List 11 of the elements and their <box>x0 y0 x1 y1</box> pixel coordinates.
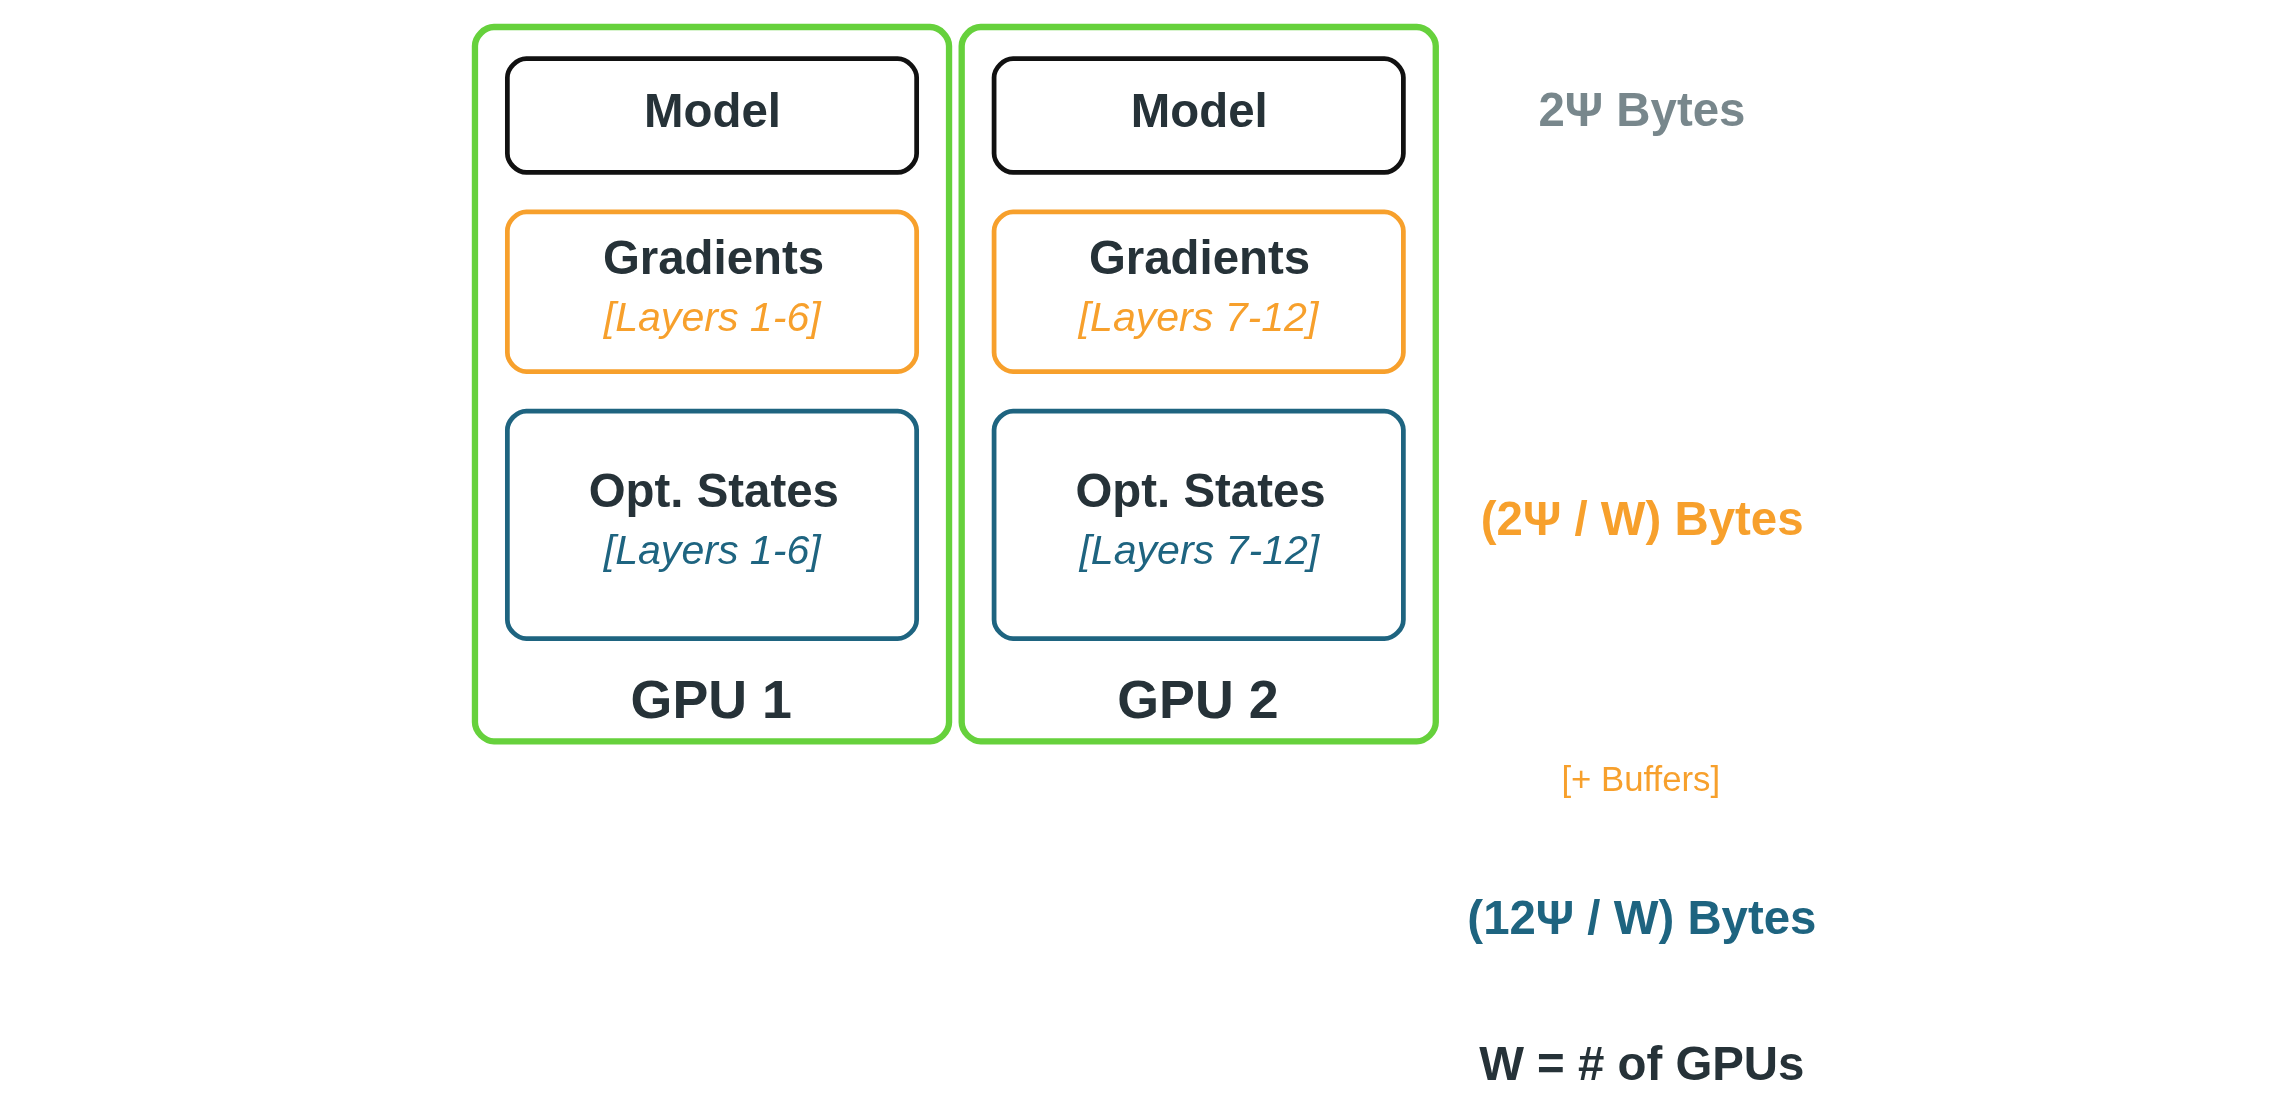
node-box: Model <box>504 56 919 175</box>
label: [+ Buffers] <box>1560 760 1720 799</box>
node-box: Opt. States [Layers 1-6] <box>504 408 919 641</box>
node-box: Model <box>991 56 1406 175</box>
node-box: Gradients [Layers 1-6] <box>504 209 919 374</box>
label: (12Ψ / W) Bytes <box>1466 891 1816 945</box>
node-box: Gradients [Layers 7-12] <box>991 209 1406 374</box>
label: 2Ψ Bytes <box>1537 82 1745 136</box>
label: W = # of GPUs <box>1478 1036 1804 1090</box>
node-box: Opt. States [Layers 7-12] <box>991 408 1406 641</box>
label: (2Ψ / W) Bytes <box>1480 492 1804 546</box>
